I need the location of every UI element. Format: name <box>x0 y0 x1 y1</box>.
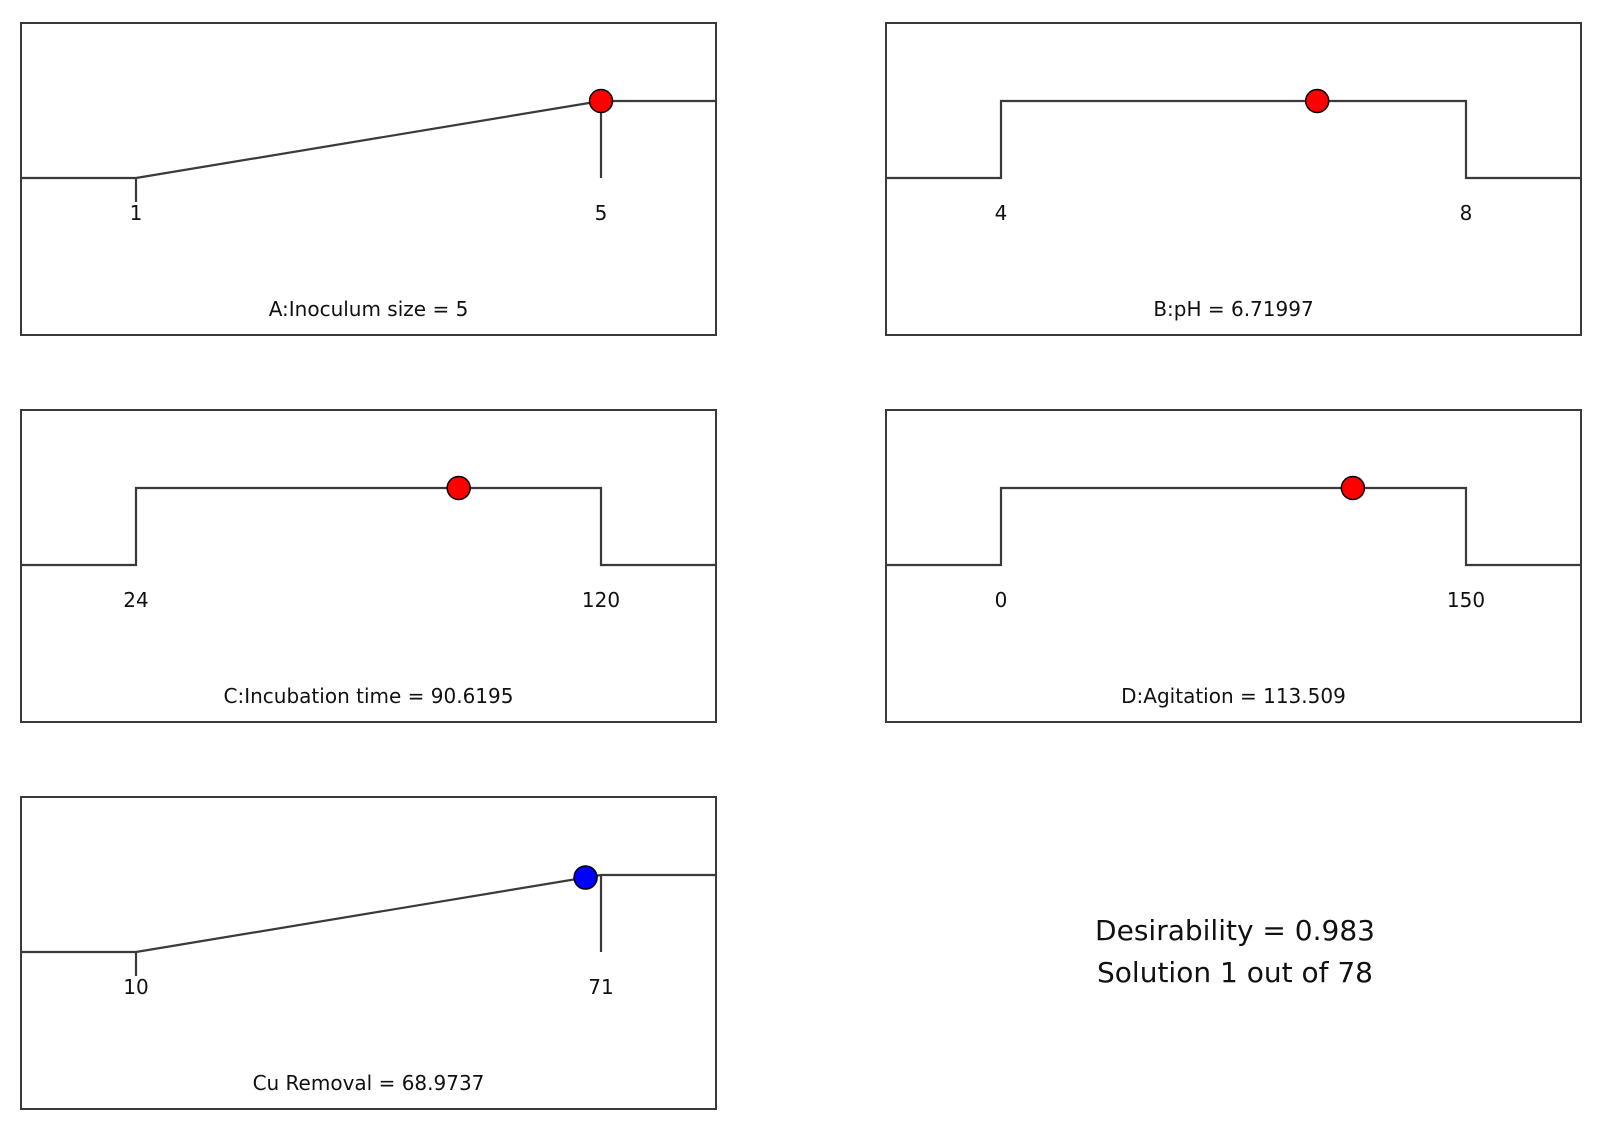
low-limit-label-ph: 4 <box>995 201 1008 225</box>
solution-count-text: Solution 1 out of 78 <box>1097 956 1373 989</box>
high-limit-label-cu-removal: 71 <box>588 975 613 999</box>
solution-marker-incubation-time <box>446 475 471 501</box>
solution-summary: Desirability = 0.983 Solution 1 out of 7… <box>1000 910 1470 994</box>
desirability-text: Desirability = 0.983 <box>1095 914 1375 947</box>
panel-label-incubation-time: C:Incubation time = 90.6195 <box>224 684 514 708</box>
ramp-panel-ph: 4 8B:pH = 6.71997 <box>885 22 1582 336</box>
panel-label-inoculum-size: A:Inoculum size = 5 <box>269 297 469 321</box>
low-limit-label-incubation-time: 24 <box>123 588 148 612</box>
desirability-line-incubation-time <box>21 486 716 567</box>
desirability-line-cu-removal <box>21 873 716 954</box>
desirability-line-inoculum-size <box>21 99 716 180</box>
high-limit-label-ph: 8 <box>1460 201 1473 225</box>
high-limit-label-incubation-time: 120 <box>582 588 620 612</box>
panel-label-agitation: D:Agitation = 113.509 <box>1121 684 1346 708</box>
panel-label-ph: B:pH = 6.71997 <box>1153 297 1313 321</box>
low-limit-label-agitation: 0 <box>995 588 1008 612</box>
desirability-line-ph <box>886 99 1581 180</box>
high-limit-label-agitation: 150 <box>1447 588 1485 612</box>
panel-label-cu-removal: Cu Removal = 68.9737 <box>253 1071 485 1095</box>
ramp-panel-cu-removal: 10 71 Cu Removal = 68.9737 <box>20 796 717 1110</box>
solution-marker-agitation <box>1340 475 1366 501</box>
solution-marker-inoculum-size <box>588 88 614 114</box>
solution-marker-cu-removal <box>573 865 598 890</box>
low-limit-label-inoculum-size: 1 <box>130 201 143 225</box>
high-limit-label-inoculum-size: 5 <box>595 201 608 225</box>
desirability-line-agitation <box>886 486 1581 567</box>
ramp-panel-inoculum-size: 1 5A:Inoculum size = 5 <box>20 22 717 336</box>
solution-marker-ph <box>1304 88 1330 114</box>
low-limit-label-cu-removal: 10 <box>123 975 148 999</box>
